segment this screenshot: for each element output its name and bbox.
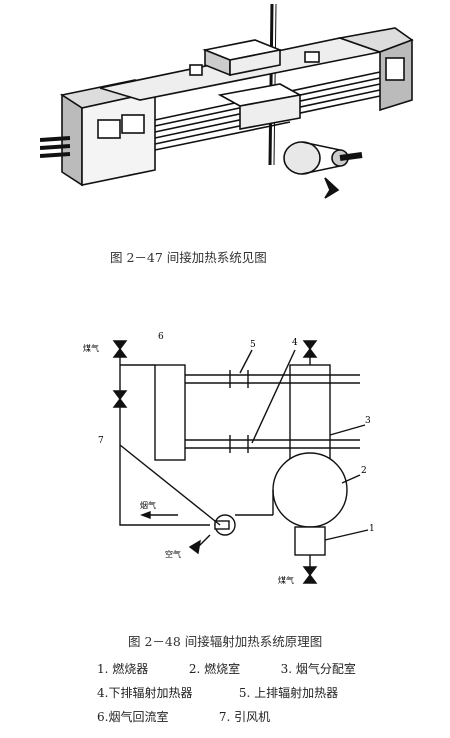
legend-item-recirculation-chamber: 6.烟气回流室 — [97, 710, 169, 724]
legend-item-burner: 1. 燃烧器 — [97, 662, 149, 676]
label-5: 5 — [250, 340, 256, 350]
gas-label-bottom: 煤气 — [278, 575, 294, 585]
label-7: 7 — [98, 436, 104, 446]
label-6: 6 — [158, 332, 164, 342]
legend-item-combustion-chamber: 2. 燃烧室 — [188, 662, 241, 676]
label-3: 3 — [365, 416, 371, 426]
legend-item-lower-radiant-heater: 4.下排辐射加热器 — [97, 686, 193, 700]
air-label: 空气 — [165, 549, 181, 559]
figure-2-48-caption: 图 2－48 间接辐射加热系统原理图 — [128, 634, 323, 649]
label-2: 2 — [361, 466, 367, 476]
heating-system-drawing — [39, 3, 414, 199]
legend-row-2: 4.下排辐射加热器 5. 上排辐射加热器 — [97, 681, 356, 705]
flue-gas-label: 烟气 — [140, 500, 156, 510]
legend-row-3: 6.烟气回流室 7. 引风机 — [97, 705, 356, 729]
legend-item-upper-radiant-heater: 5. 上排辐射加热器 — [238, 686, 339, 700]
gas-label-top: 煤气 — [83, 343, 99, 353]
indirect-heating-system-illustration — [39, 0, 420, 230]
schematic-drawing: 6 5 4 3 2 1 7 煤气 烟气 空气 煤气 — [83, 332, 375, 585]
legend-item-induced-draft-fan: 7. 引风机 — [218, 710, 271, 724]
label-1: 1 — [369, 524, 375, 534]
figure-legend: 1. 燃烧器 2. 燃烧室 3. 烟气分配室 4.下排辐射加热器 5. 上排辐射… — [97, 657, 356, 729]
legend-row-1: 1. 燃烧器 2. 燃烧室 3. 烟气分配室 — [97, 657, 356, 681]
label-4: 4 — [292, 338, 298, 348]
figure-2-47-caption: 图 2－47 间接加热系统见图 — [110, 250, 267, 265]
indirect-radiant-heating-schematic: 6 5 4 3 2 1 7 煤气 烟气 空气 煤气 — [80, 325, 380, 590]
legend-item-flue-gas-distribution: 3. 烟气分配室 — [280, 662, 356, 676]
